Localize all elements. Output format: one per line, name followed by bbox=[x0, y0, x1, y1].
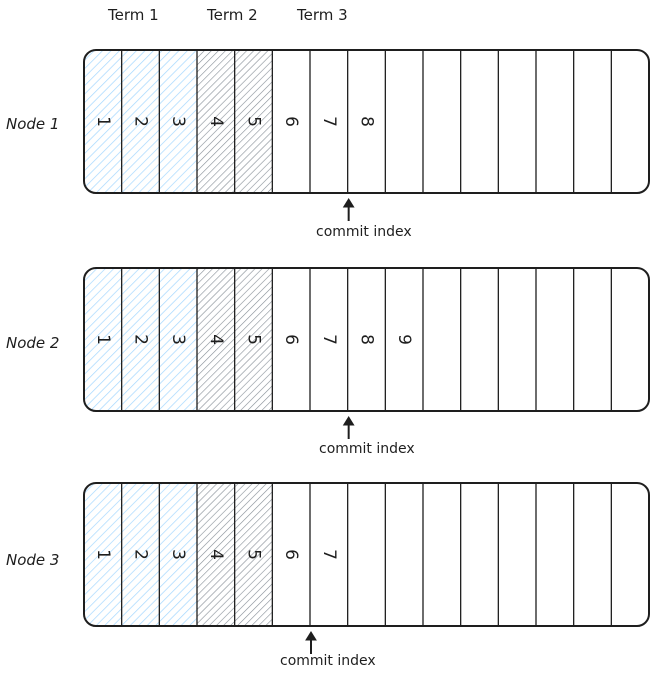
log-entry-index: 7 bbox=[319, 116, 339, 127]
commit-arrow-head bbox=[342, 416, 355, 426]
log-entry-index: 6 bbox=[281, 116, 301, 127]
log-entry-fill bbox=[234, 50, 273, 193]
log-box-outline bbox=[83, 482, 650, 627]
commit-index-label-1: commit index bbox=[316, 224, 412, 240]
node-label-3: Node 3 bbox=[6, 551, 60, 569]
log-entry-index: 3 bbox=[168, 549, 188, 560]
log-entry-index: 5 bbox=[244, 549, 264, 560]
node-log-2: 1 2 3 4 5 6 7 8 9 bbox=[83, 267, 650, 439]
node-log-3: 1 2 3 4 5 6 7 bbox=[83, 482, 650, 654]
log-entry-index: 3 bbox=[168, 116, 188, 127]
log-entry-fill bbox=[197, 50, 235, 193]
log-entry-index: 4 bbox=[206, 116, 226, 127]
log-entry-fill bbox=[84, 50, 122, 193]
node-label-1: Node 1 bbox=[6, 115, 60, 133]
log-entry-fill bbox=[197, 268, 235, 411]
log-entry-index: 5 bbox=[244, 334, 264, 345]
log-entry-fill bbox=[159, 50, 197, 193]
log-entry-index: 8 bbox=[357, 334, 377, 345]
log-entry-index: 7 bbox=[319, 549, 339, 560]
log-entry-fill bbox=[197, 483, 235, 626]
log-entry-index: 1 bbox=[93, 116, 113, 127]
commit-arrow-head bbox=[305, 631, 317, 641]
log-entry-fill bbox=[234, 483, 273, 626]
term-label-2: Term 2 bbox=[207, 6, 258, 24]
log-entry-index: 6 bbox=[281, 549, 301, 560]
log-entry-index: 6 bbox=[281, 334, 301, 345]
log-entry-index: 1 bbox=[93, 549, 113, 560]
log-entry-fill bbox=[234, 268, 273, 411]
log-entry-index: 2 bbox=[131, 116, 151, 127]
log-entry-fill bbox=[159, 483, 197, 626]
log-entry-index: 4 bbox=[206, 334, 226, 345]
term-label-1: Term 1 bbox=[108, 6, 159, 24]
commit-arrow-head bbox=[342, 198, 355, 208]
commit-index-label-3: commit index bbox=[280, 653, 376, 669]
log-entry-fill bbox=[84, 268, 122, 411]
log-entry-index: 4 bbox=[206, 549, 226, 560]
log-box-outline bbox=[83, 267, 650, 412]
log-entry-index: 9 bbox=[394, 334, 414, 345]
log-entry-fill bbox=[121, 268, 160, 411]
commit-index-label-2: commit index bbox=[319, 441, 415, 457]
node-label-2: Node 2 bbox=[6, 334, 60, 352]
node-log-1: 1 2 3 4 5 6 7 8 bbox=[83, 49, 650, 221]
log-entry-index: 1 bbox=[93, 334, 113, 345]
log-entry-index: 3 bbox=[168, 334, 188, 345]
log-entry-index: 8 bbox=[357, 116, 377, 127]
log-entry-fill bbox=[159, 268, 197, 411]
term-label-3: Term 3 bbox=[297, 6, 348, 24]
log-entry-fill bbox=[121, 483, 160, 626]
log-entry-index: 2 bbox=[131, 549, 151, 560]
log-entry-index: 7 bbox=[319, 334, 339, 345]
log-entry-fill bbox=[121, 50, 160, 193]
log-box-outline bbox=[83, 49, 650, 194]
log-entry-index: 2 bbox=[131, 334, 151, 345]
log-entry-fill bbox=[84, 483, 122, 626]
log-entry-index: 5 bbox=[244, 116, 264, 127]
